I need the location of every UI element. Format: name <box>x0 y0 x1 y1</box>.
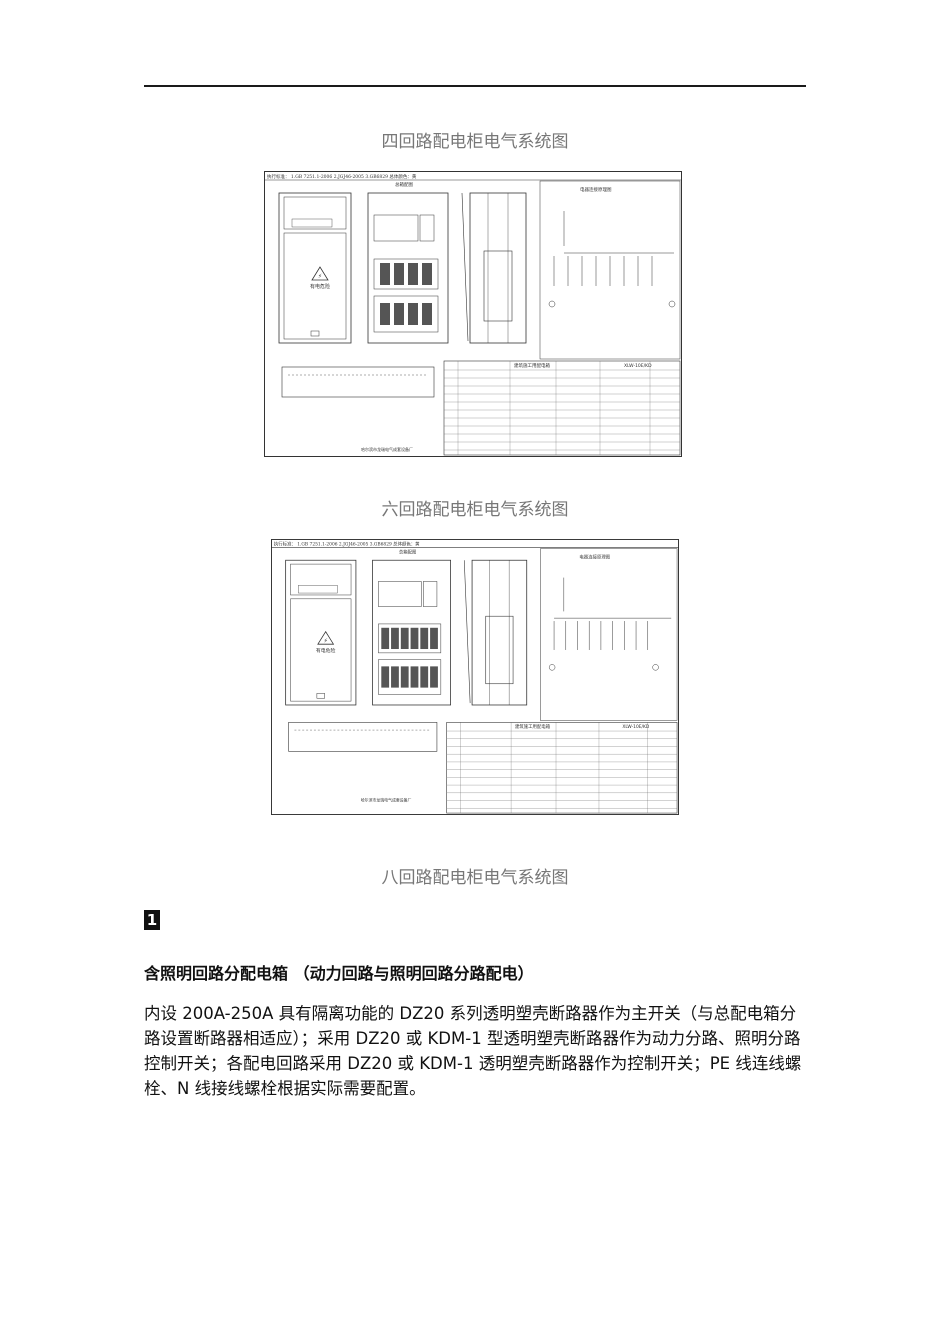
figure-caption-eight-circuit: 八回路配电柜电气系统图 <box>381 868 569 888</box>
wiring-schematic: 电器连接原理图 <box>540 548 678 721</box>
figure-caption-six-circuit: 六回路配电柜电气系统图 <box>381 500 569 520</box>
schematic-title: 电器连接原理图 <box>580 186 612 193</box>
cabinet-side-view <box>463 559 528 706</box>
cabinet-side-view <box>461 192 527 344</box>
terminal-strip <box>288 722 438 752</box>
svg-text:⚡: ⚡ <box>324 637 328 644</box>
table-title: 建筑施工用配电箱 <box>514 362 550 369</box>
component-table: 建筑施工用配电箱 XLW-10E/KD 哈尔滨市龙瑞电气成套设备厂 <box>361 722 678 814</box>
panel-title: 总箱配图 <box>395 181 413 188</box>
manufacturer-footer: 哈尔滨市龙瑞电气成套设备厂 <box>361 798 412 803</box>
warning-label: 有电危险 <box>316 647 336 654</box>
inner-panel-view: 总箱配图 <box>372 549 451 706</box>
section-number-badge: 1 <box>144 910 160 930</box>
model-number: XLW-10E/KD <box>622 724 650 730</box>
manufacturer-footer: 哈尔滨市龙瑞电气成套设备厂 <box>361 446 413 452</box>
cabinet-front-view: ⚡ 有电危险 <box>278 192 352 344</box>
model-number: XLW-10E/KD <box>624 363 652 369</box>
four-circuit-diagram-image: 执行标准： 1.GB 7251.1-2006 2.JGJ46-2005 3.GB… <box>264 171 682 457</box>
six-circuit-drawing: 执行标准： 1.GB 7251.1-2006 2.JGJ46-2005 3.GB… <box>271 539 679 815</box>
section-heading: 含照明回路分配电箱 （动力回路与照明回路分路配电） <box>144 964 534 983</box>
table-title: 建筑施工用配电箱 <box>515 723 551 730</box>
cabinet-front-view: ⚡ 有电危险 <box>285 559 357 706</box>
schematic-title: 电器连接原理图 <box>579 553 610 560</box>
body-paragraph: 内设 200A-250A 具有隔离功能的 DZ20 系列透明塑壳断路器作为主开关… <box>144 1004 802 1098</box>
component-table: 建筑施工用配电箱 XLW-10E/KD 哈尔滨市龙瑞电气成套设备厂 <box>361 360 681 456</box>
warning-label: 有电危险 <box>310 283 330 290</box>
terminal-strip <box>281 366 435 398</box>
figure-caption-four-circuit: 四回路配电柜电气系统图 <box>381 132 569 152</box>
inner-panel-view: 总箱配图 <box>367 181 449 344</box>
top-rule <box>144 85 806 87</box>
panel-title: 总箱配图 <box>399 549 417 556</box>
figure-header-text: 执行标准： 1.GB 7251.1-2006 2.JGJ46-2005 3.GB… <box>274 541 420 548</box>
warning-triangle-icon <box>311 266 329 281</box>
figure-header-text: 执行标准： 1.GB 7251.1-2006 2.JGJ46-2005 3.GB… <box>267 173 417 180</box>
six-circuit-diagram-image: 执行标准： 1.GB 7251.1-2006 2.JGJ46-2005 3.GB… <box>271 539 679 815</box>
wiring-schematic: 电器连接原理图 <box>539 180 681 360</box>
four-circuit-drawing: 执行标准： 1.GB 7251.1-2006 2.JGJ46-2005 3.GB… <box>264 171 682 457</box>
warning-triangle-icon <box>317 630 335 645</box>
svg-text:⚡: ⚡ <box>318 273 322 280</box>
